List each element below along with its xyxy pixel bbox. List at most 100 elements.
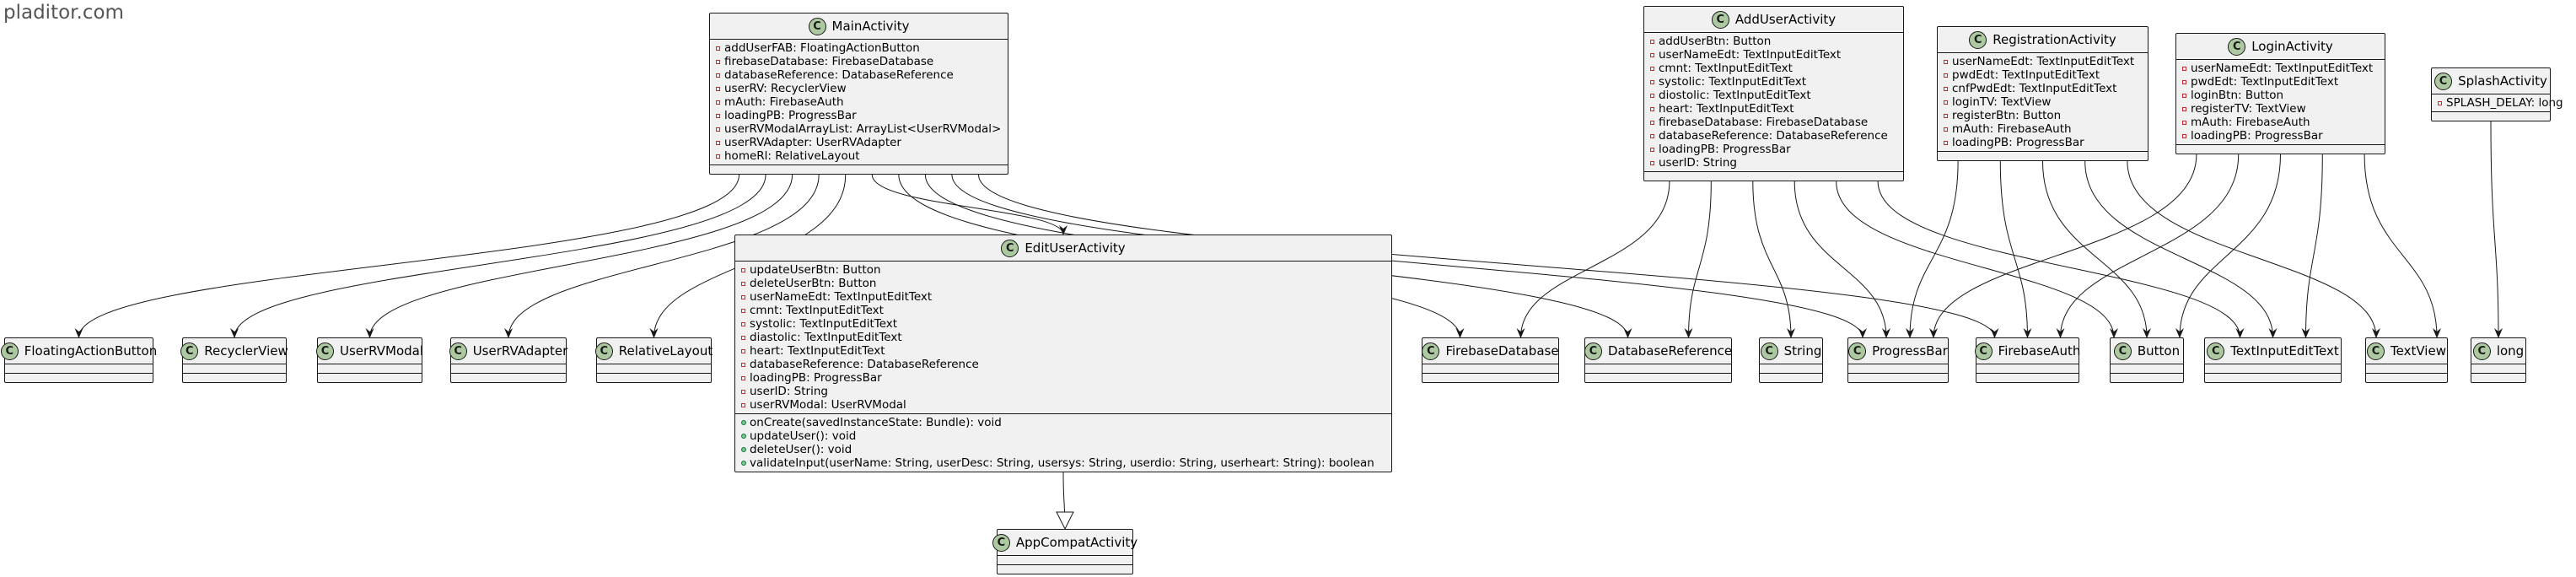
attribute-row: userID: String [1644,156,1903,170]
association-edge-login-activity-to-text-input-edit-text [2301,154,2323,338]
public-visibility-icon [741,420,750,425]
private-visibility-icon [741,309,750,313]
private-visibility-icon [2182,94,2191,98]
private-visibility-icon [1944,141,1952,145]
method-section [2111,374,2183,382]
attribute-text: loginBtn: Button [2191,89,2284,102]
class-name: RegistrationActivity [1993,32,2116,47]
private-visibility-icon [741,268,750,272]
private-visibility-icon [1944,60,1952,64]
class-name: DatabaseReference [1607,343,1733,359]
class-name: AppCompatActivity [1015,535,1138,550]
class-stereotype-icon: C [2228,37,2246,56]
attribute-row: deleteUserBtn: Button [735,277,1391,290]
attribute-row: firebaseDatabase: FirebaseDatabase [710,55,1008,68]
public-visibility-icon [741,447,750,452]
attribute-text: loginTV: TextView [1952,95,2052,109]
private-visibility-icon [1650,121,1659,125]
class-name: AddUserActivity [1734,12,1837,27]
method-row: onCreate(savedInstanceState: Bundle): vo… [735,416,1391,429]
class-text-input-edit-text[interactable]: C TextInputEditText [2204,337,2342,383]
association-edge-main-activity-to-progress-bar [951,174,1867,338]
association-edge-login-activity-to-firebase-auth [2056,154,2240,338]
class-stereotype-icon: C [2207,342,2225,360]
attribute-row: heart: TextInputEditText [735,344,1391,358]
method-section: onCreate(savedInstanceState: Bundle): vo… [735,414,1391,472]
attribute-row: homeRl: RelativeLayout [710,149,1008,163]
private-visibility-icon [741,322,750,326]
attribute-text: loadingPB: ProgressBar [1952,136,2084,149]
class-header: C TextInputEditText [2205,338,2341,364]
attribute-row: loadingPB: ProgressBar [710,109,1008,122]
attribute-section [1848,364,1948,374]
private-visibility-icon [1650,134,1659,138]
attribute-text: systolic: TextInputEditText [750,317,898,331]
class-stereotype-icon: C [449,342,467,360]
private-visibility-icon [1650,107,1659,111]
private-visibility-icon [2182,134,2191,138]
class-name: SplashActivity [2458,73,2547,89]
attribute-row: userNameEdt: TextInputEditText [2176,62,2385,75]
private-visibility-icon [1650,94,1659,98]
association-edge-add-user-activity-to-button [1836,181,2118,338]
attribute-row: cnfPwdEdt: TextInputEditText [1938,82,2148,95]
attribute-text: SPLASH_DELAY: long [2446,96,2563,110]
attribute-text: userNameEdt: TextInputEditText [1952,55,2135,68]
method-row: updateUser(): void [735,429,1391,443]
method-text: validateInput(userName: String, userDesc… [750,456,1374,470]
attribute-row: loadingPB: ProgressBar [2176,129,2385,143]
method-text: onCreate(savedInstanceState: Bundle): vo… [750,416,1002,429]
private-visibility-icon [2182,107,2191,111]
private-visibility-icon [716,87,724,91]
attribute-text: diastolic: TextInputEditText [750,331,902,344]
association-edge-add-user-activity-to-firebase-database [1516,181,1670,338]
association-edge-login-activity-to-progress-bar [1929,154,2197,338]
attribute-text: systolic: TextInputEditText [1659,75,1807,89]
attribute-row: pwdEdt: TextInputEditText [2176,75,2385,89]
attribute-row: databaseReference: DatabaseReference [1644,129,1903,143]
class-stereotype-icon: C [2367,342,2385,360]
attribute-row: userNameEdt: TextInputEditText [1644,48,1903,62]
attribute-section [1760,364,1822,374]
class-stereotype-icon: C [180,342,199,360]
private-visibility-icon [741,282,750,286]
private-visibility-icon [741,349,750,353]
attribute-section [2366,364,2447,374]
association-edge-add-user-activity-to-text-input-edit-text [1877,181,2245,338]
attribute-text: deleteUserBtn: Button [750,277,877,290]
private-visibility-icon [716,114,724,118]
class-name: TextInputEditText [2230,343,2339,359]
attribute-text: userRVModal: UserRVModal [750,398,906,412]
method-section [2176,145,2385,154]
attribute-row: userID: String [735,385,1391,398]
private-visibility-icon [716,60,724,64]
